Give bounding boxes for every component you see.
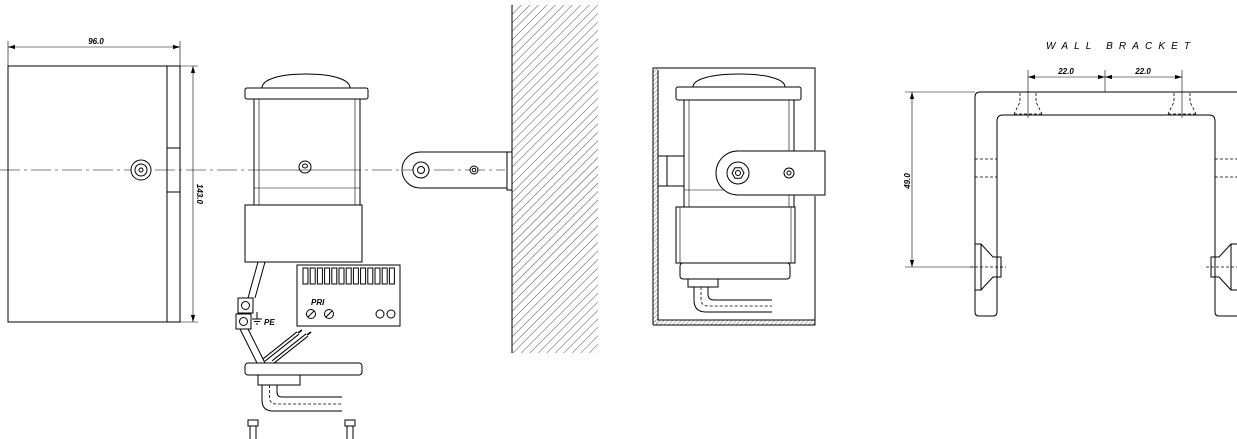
mounting-screw-1-shank — [249, 426, 257, 439]
cover-screw-center — [138, 167, 144, 173]
output-terminal-1 — [375, 309, 385, 319]
hole-spacing-right-value: 22.0 — [1134, 67, 1151, 76]
assembled-cable-centerline — [700, 287, 772, 307]
assembled-cable — [693, 287, 772, 313]
pe-label: PE — [264, 318, 275, 327]
housing-body — [253, 98, 361, 206]
housing-cap-rim — [244, 87, 369, 100]
cover-hinge — [166, 147, 181, 193]
cover-plate-front-view — [7, 65, 181, 323]
pcb-heatsink-fins — [302, 267, 395, 285]
housing-body-lines — [254, 99, 360, 205]
pe-cable-assembly: PE — [235, 261, 312, 364]
sensor-housing-exploded — [244, 73, 369, 263]
assembled-bracket-screw-center — [735, 170, 741, 176]
assembled-bracket-screw-hex — [731, 167, 745, 179]
assembled-bracket-hole-outer — [783, 167, 795, 179]
pri-label: PRI — [311, 298, 325, 307]
pcb-outline — [296, 264, 401, 327]
bracket-hole-inner — [471, 167, 477, 173]
assembled-housing-lower — [675, 206, 796, 264]
housing-screw-slot — [302, 163, 308, 169]
assembly-frame — [652, 67, 816, 326]
assembled-bracket-screw-washer — [726, 161, 750, 185]
wall-bracket-side-view — [401, 151, 513, 191]
bracket-pivot-inner — [417, 166, 425, 174]
bracket-height-extension-lines — [905, 91, 975, 268]
pe-connector-screw-lower — [239, 317, 248, 326]
pri-terminal-2 — [324, 309, 334, 319]
hole-spacing-left-value: 22.0 — [1057, 67, 1074, 76]
mounting-wall-hatch — [653, 68, 658, 325]
ground-icon — [252, 312, 262, 325]
bracket-wall-plate — [506, 151, 513, 191]
supply-wire-2 — [271, 333, 309, 364]
pe-connector-lower — [235, 313, 252, 330]
assembled-housing-cap-rim — [675, 86, 802, 101]
bracket-arm-outline — [401, 151, 508, 189]
mounting-floor-hatch — [653, 320, 815, 325]
housing-dome — [261, 73, 351, 89]
housing-lower-section — [244, 204, 363, 263]
wall-bracket-front-view: WALL BRACKET 22.0 22.0 49.0 — [903, 41, 1237, 317]
cover-width-dimension-value: 96.0 — [88, 37, 104, 46]
cover-screw-washer — [130, 159, 152, 181]
top-hole-left-hidden — [1013, 93, 1043, 115]
assembled-bracket-arm — [715, 150, 826, 196]
bracket-pivot-outer — [412, 161, 430, 179]
assembled-housing-base-band — [679, 262, 791, 280]
supply-wire-1 — [262, 331, 300, 362]
rear-bracket-lines — [658, 155, 684, 187]
pri-terminal-1-slot — [307, 310, 315, 318]
bracket-u-outline — [974, 91, 1237, 317]
cover-plate-outline — [7, 65, 181, 323]
cable-gland-base — [244, 362, 363, 412]
wall-bracket-title: WALL BRACKET — [1046, 41, 1191, 52]
pe-lead-wires — [239, 328, 266, 364]
top-hole-right-hidden — [1167, 93, 1197, 115]
gland-cable — [261, 385, 342, 412]
pcb-terminal-board: PRI — [296, 264, 401, 327]
wall-section — [511, 5, 598, 353]
housing-cable — [247, 261, 266, 299]
housing-screw — [298, 160, 312, 174]
pri-terminal-2-slot — [325, 310, 333, 318]
output-terminal-2 — [386, 309, 396, 319]
assembled-housing-lower-lines — [679, 207, 792, 263]
assembled-bracket-hole-inner — [786, 170, 792, 176]
side-hole-left-hidden — [975, 158, 997, 178]
cover-height-dimension-value: 143.0 — [195, 184, 204, 205]
mounting-screw-2-head — [344, 419, 356, 427]
mounting-screw-1-head — [247, 419, 259, 427]
cover-screw-head — [134, 163, 148, 177]
gland-plate — [244, 362, 363, 376]
cover-height-dimension: 143.0 — [180, 65, 204, 323]
assembled-housing-dome — [692, 73, 786, 88]
supply-wire-stripped-ends — [297, 329, 312, 336]
pe-connector-upper — [237, 297, 254, 314]
pe-connector-screw-upper — [241, 301, 250, 310]
side-hole-right-hidden — [1215, 158, 1237, 178]
mounting-screw-2-shank — [346, 426, 354, 439]
gland-body — [257, 374, 301, 386]
pri-terminal-1 — [306, 309, 316, 319]
bracket-hole-outer — [469, 165, 479, 175]
bracket-height-value: 49.0 — [903, 173, 912, 190]
assembled-view — [652, 67, 826, 326]
mounting-screws — [247, 419, 356, 439]
assembled-gland — [687, 278, 719, 288]
gland-cable-centerline — [269, 385, 342, 405]
cover-width-dimension: 96.0 — [7, 37, 181, 66]
wall-hatching — [512, 5, 598, 353]
